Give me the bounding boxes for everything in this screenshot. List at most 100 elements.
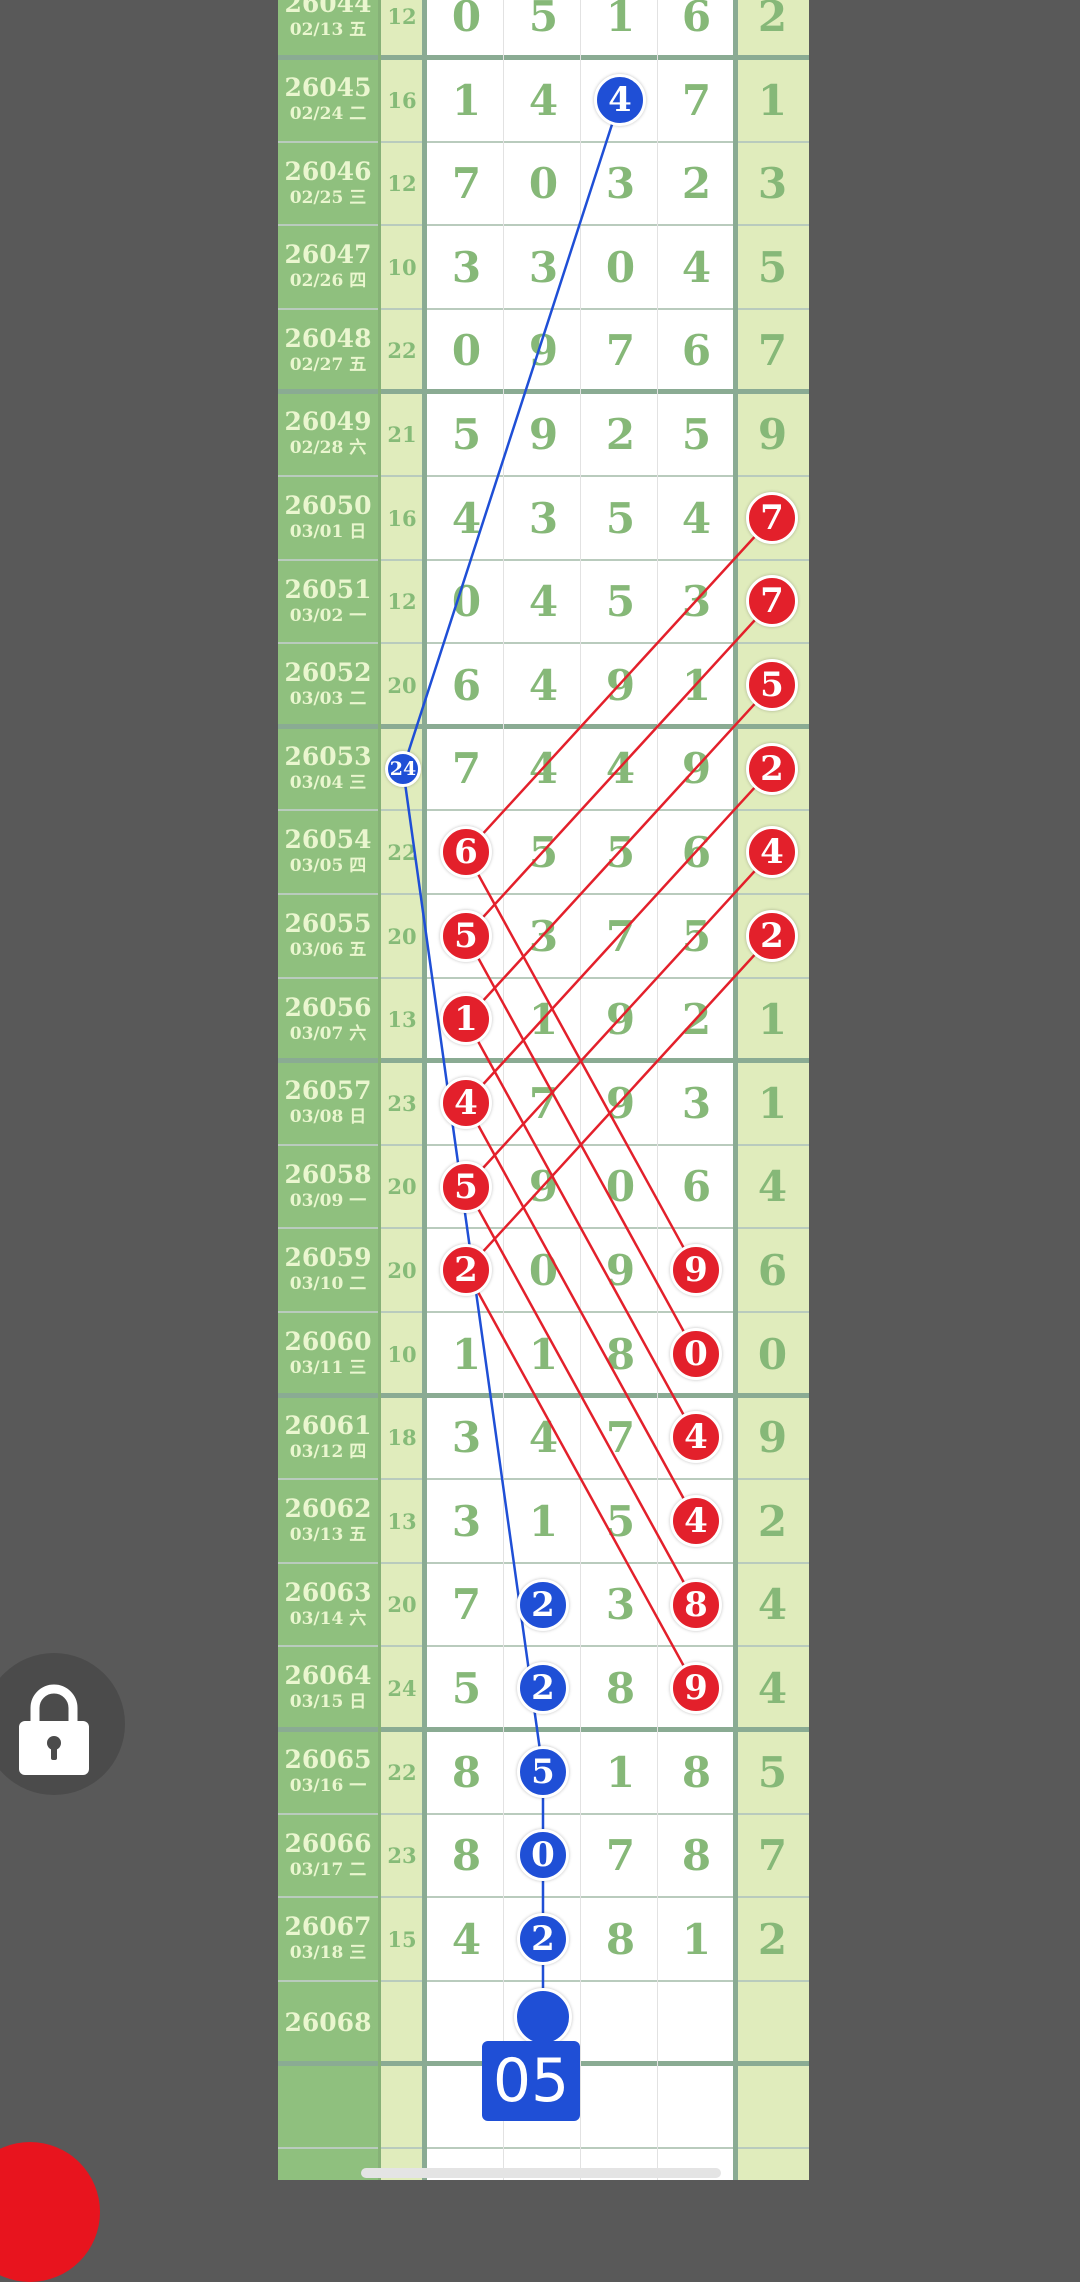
digit-cell: 4 — [451, 1914, 482, 1964]
red-highlight-ball: 2 — [440, 1244, 492, 1297]
sum-cell: 23 — [387, 1843, 417, 1869]
period-number: 26067 — [284, 1912, 372, 1942]
row-divider — [278, 1227, 809, 1230]
last-digit-cell: 4 — [757, 1663, 788, 1713]
row-divider — [278, 1311, 809, 1313]
row-divider — [278, 1392, 809, 1398]
digit-cell: 0 — [605, 1162, 636, 1212]
row-divider — [278, 1058, 809, 1064]
digit-cell: 3 — [605, 1580, 636, 1630]
digit-cell: 1 — [681, 1914, 712, 1964]
digit-cell: 8 — [605, 1914, 636, 1964]
digit-cell: 8 — [605, 1329, 636, 1379]
blue-highlight-ball: 2 — [517, 1662, 569, 1715]
period-date: 03/02 一 — [289, 605, 367, 626]
period-number: 26050 — [284, 491, 372, 520]
row-divider — [278, 558, 809, 561]
sum-cell: 16 — [387, 87, 417, 113]
prediction-label: 05 — [482, 2041, 580, 2121]
blue-trend-line — [401, 99, 622, 2023]
period-date: 03/17 二 — [289, 1859, 367, 1880]
sum-cell: 18 — [387, 1425, 417, 1451]
sum-cell: 20 — [387, 1592, 417, 1618]
red-highlight-ball: 5 — [440, 909, 492, 962]
digit-cell: 8 — [451, 1747, 482, 1797]
digit-cell: 7 — [605, 1413, 636, 1463]
period-number: 26063 — [284, 1577, 372, 1607]
period-number: 26045 — [284, 73, 372, 102]
row-divider — [278, 307, 809, 310]
blue-highlight-ball: 4 — [594, 73, 646, 126]
period-date: 03/05 四 — [289, 856, 367, 877]
red-trend-line — [465, 851, 773, 1188]
red-trend-line — [464, 1185, 698, 1606]
row-divider — [278, 475, 809, 477]
sum-cell: 22 — [387, 839, 417, 865]
last-digit-cell: 1 — [757, 75, 788, 125]
period-date: 02/13 五 — [289, 20, 367, 41]
red-trend-line — [464, 1269, 698, 1689]
last-digit-cell: 4 — [757, 1162, 788, 1212]
digit-cell: 7 — [605, 326, 636, 376]
period-number: 26044 — [284, 0, 372, 19]
period-date: 03/15 日 — [289, 1692, 367, 1713]
digit-cell: 4 — [451, 493, 482, 543]
period-number: 26056 — [284, 992, 372, 1022]
row-divider — [278, 2147, 809, 2149]
period-number: 26068 — [284, 2007, 372, 2037]
digit-cell: 0 — [451, 0, 482, 41]
digit-cell: 9 — [605, 1245, 636, 1295]
row-divider — [278, 642, 809, 645]
row-divider — [278, 723, 809, 729]
divider — [378, 0, 381, 2180]
digit-cell: 3 — [681, 1078, 712, 1128]
last-digit-cell: 9 — [757, 1413, 788, 1463]
digit-cell: 4 — [681, 493, 712, 543]
prediction-ball[interactable] — [514, 1987, 572, 2046]
digit-cell: 7 — [681, 75, 712, 125]
row-divider — [278, 224, 809, 227]
last-digit-cell: 7 — [757, 326, 788, 376]
red-highlight-ball: 5 — [440, 1160, 492, 1213]
red-trend-line — [465, 767, 773, 1104]
period-date: 03/07 六 — [289, 1023, 367, 1044]
digit-cell: 6 — [681, 1162, 712, 1212]
horizontal-scrollbar[interactable] — [361, 2168, 721, 2178]
last-digit-cell: 3 — [757, 159, 788, 209]
period-number: 26058 — [284, 1159, 372, 1189]
digit-cell: 3 — [605, 159, 636, 209]
digit-cell: 1 — [528, 1329, 559, 1379]
period-date: 03/09 一 — [289, 1190, 367, 1211]
period-number: 26057 — [284, 1076, 372, 1106]
blue-highlight-ball: 2 — [517, 1913, 569, 1965]
period-number: 26052 — [284, 658, 372, 688]
red-trend-line — [465, 684, 773, 1021]
sum-cell: 10 — [387, 254, 417, 280]
lock-button[interactable] — [0, 1653, 125, 1795]
sum-cell: 20 — [387, 1257, 417, 1283]
period-date: 02/25 三 — [289, 187, 367, 208]
digit-cell: 2 — [605, 409, 636, 459]
red-highlight-ball: 0 — [670, 1327, 722, 1380]
red-trend-line — [464, 851, 698, 1271]
red-trend-line — [464, 1102, 698, 1522]
